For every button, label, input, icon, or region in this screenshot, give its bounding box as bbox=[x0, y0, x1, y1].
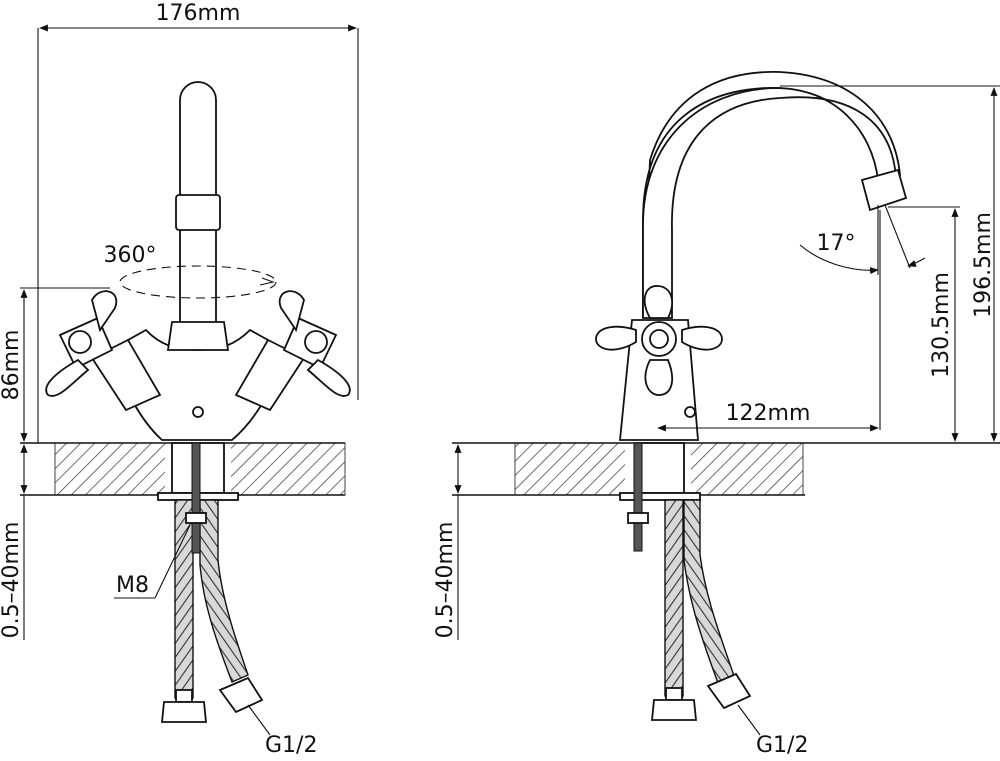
cross-handle-left bbox=[595, 325, 637, 351]
rotation-ellipse bbox=[119, 265, 277, 299]
deck-thickness-label-right: 0.5–40mm bbox=[433, 522, 458, 639]
threaded-rod-right bbox=[633, 442, 643, 552]
gooseneck-spout bbox=[642, 87, 897, 319]
cross-handle-top bbox=[643, 285, 673, 319]
left-handle-lever-top bbox=[91, 290, 118, 333]
deck-thickness-label-left: 0.5–40mm bbox=[0, 522, 24, 639]
connector-label-left: G1/2 bbox=[265, 733, 317, 758]
right-handle-lever-top bbox=[278, 290, 305, 333]
m8-nut bbox=[185, 512, 207, 524]
side-view: 0.5–40mm G1/2 122m bbox=[433, 71, 1000, 758]
spout-height-label: 130.5mm bbox=[929, 272, 954, 378]
spout-collar bbox=[175, 194, 221, 231]
connector-left-2 bbox=[218, 676, 264, 714]
hose-left-1 bbox=[174, 499, 194, 699]
handle-height-label: 86mm bbox=[0, 330, 24, 401]
hose-left-2 bbox=[199, 499, 249, 683]
mounting-plate-right bbox=[619, 492, 701, 501]
aerator bbox=[860, 168, 908, 212]
connector-label-right: G1/2 bbox=[756, 733, 808, 758]
rotation-label: 360° bbox=[104, 243, 157, 268]
reach-label: 122mm bbox=[726, 401, 811, 426]
right-handle-lever-bottom bbox=[306, 358, 351, 397]
connector-left-1 bbox=[161, 701, 207, 723]
hose-right-1 bbox=[664, 499, 684, 697]
total-height-label: 196.5mm bbox=[971, 212, 996, 318]
hose-right-2 bbox=[683, 499, 735, 684]
connector-right-1 bbox=[651, 699, 697, 721]
left-handle-lever-bottom bbox=[45, 358, 90, 397]
connector-right-2 bbox=[706, 672, 752, 710]
front-view: 176mm 86mm 0.5–40mm 360° bbox=[0, 1, 359, 758]
aerator-hole bbox=[192, 406, 204, 418]
cross-handle-bottom bbox=[644, 359, 674, 396]
spout-angle-label: 17° bbox=[817, 231, 856, 256]
cross-handle-right bbox=[681, 325, 723, 351]
nut-label: M8 bbox=[116, 573, 149, 598]
width-label: 176mm bbox=[156, 1, 241, 26]
threaded-rod-left bbox=[191, 442, 201, 554]
